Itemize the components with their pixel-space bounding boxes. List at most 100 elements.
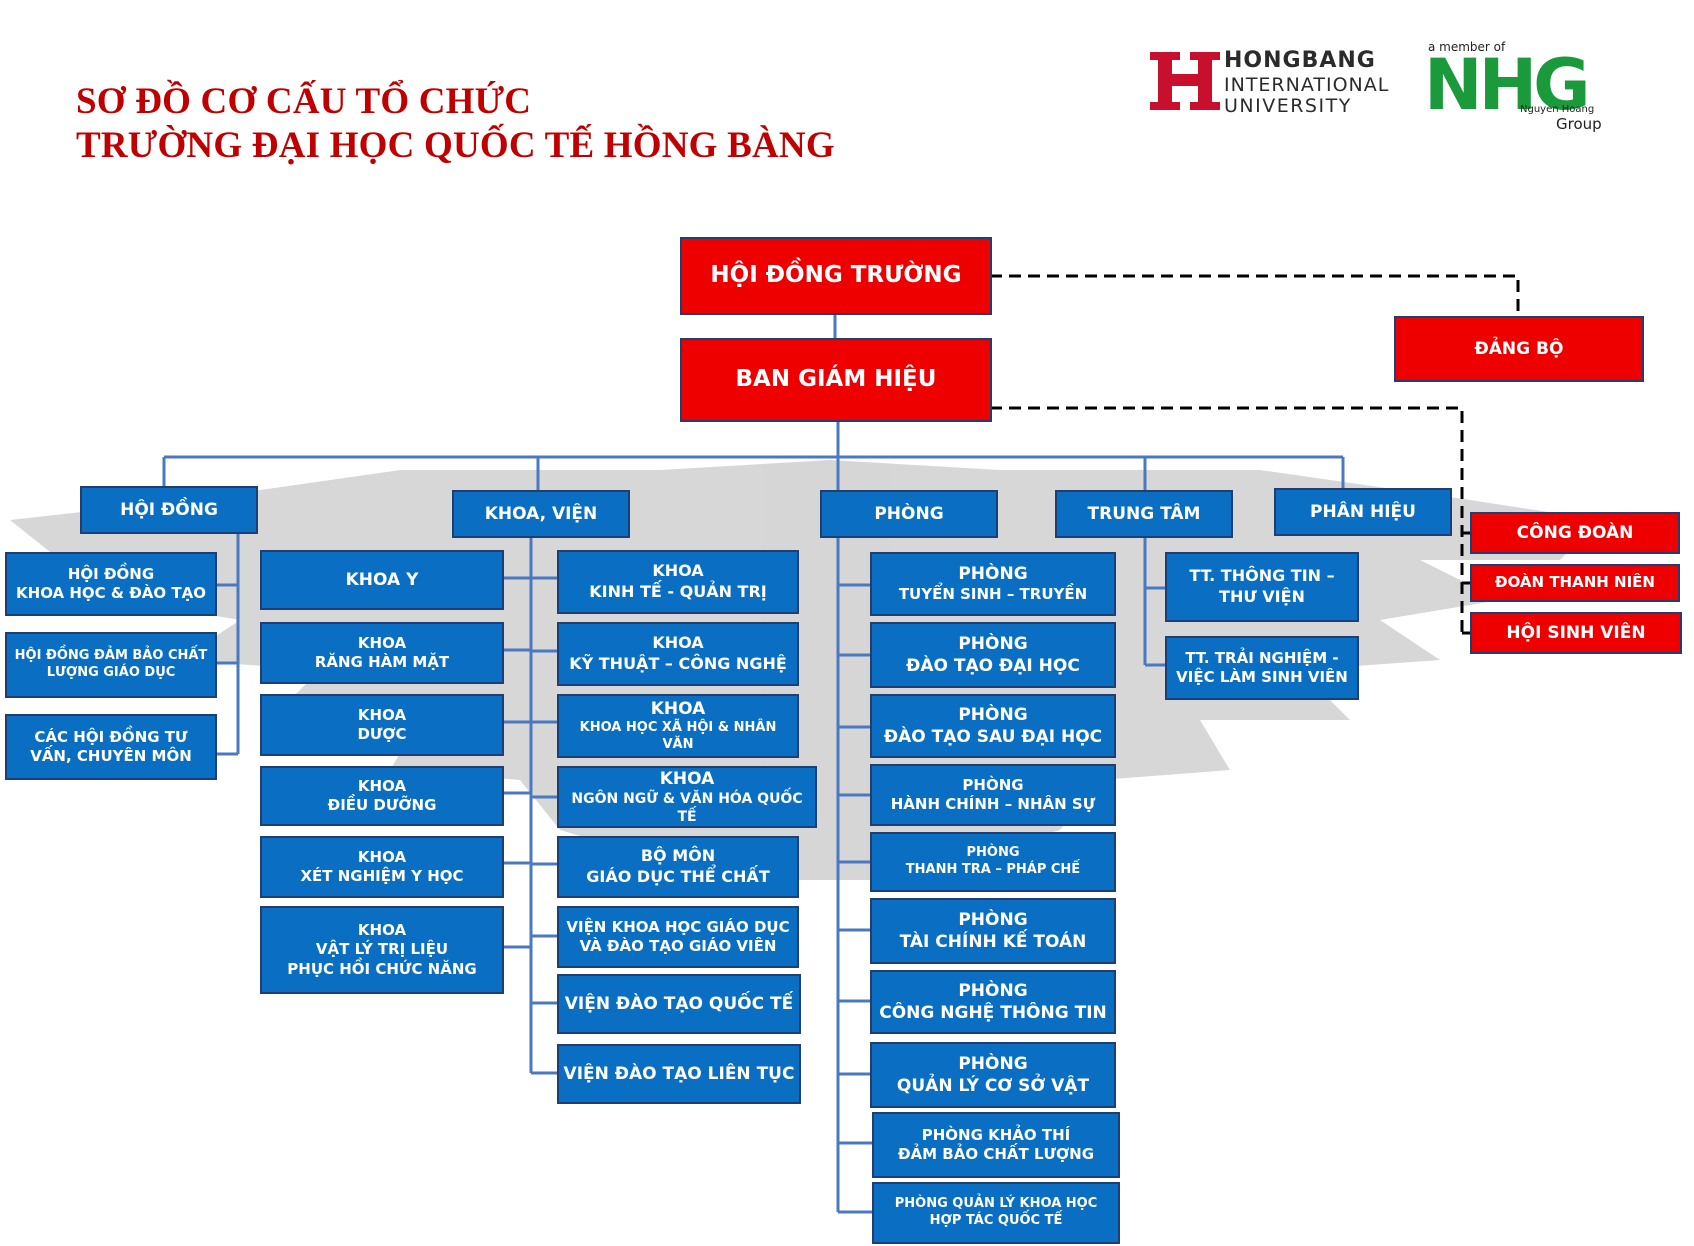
khoa-vien-item[interactable]: BỘ MÔN GIÁO DỤC THỂ CHẤT: [557, 836, 799, 898]
item-label: HỘI SINH VIÊN: [1506, 622, 1646, 643]
dang-bo-label: ĐẢNG BỘ: [1474, 338, 1564, 359]
item-label: PHỤC HỒI CHỨC NĂNG: [287, 959, 477, 978]
item-label: ĐIỀU DƯỠNG: [327, 796, 437, 814]
item-label: XÉT NGHIỆM Y HỌC: [300, 867, 464, 885]
item-label: KHOA: [357, 633, 407, 652]
phong-item[interactable]: PHÒNG QUẢN LÝ KHOA HỌC HỢP TÁC QUỐC TẾ: [872, 1182, 1120, 1244]
branch-trung-tam-label: TRUNG TÂM: [1087, 503, 1201, 524]
branch-hoi-dong-label: HỘI ĐỒNG: [120, 499, 218, 520]
item-label: PHÒNG: [958, 980, 1028, 1001]
doan-thanh-nien-box[interactable]: ĐOÀN THANH NIÊN: [1470, 564, 1680, 602]
item-label: VIỆN KHOA HỌC GIÁO DỤC: [566, 917, 790, 936]
item-label: PHÒNG: [958, 909, 1028, 930]
item-label: GIÁO DỤC THỂ CHẤT: [586, 867, 770, 886]
item-label: KINH TẾ - QUẢN TRỊ: [589, 582, 767, 601]
item-label: KHOA: [357, 776, 407, 795]
item-label: ĐÀO TẠO ĐẠI HỌC: [906, 656, 1080, 676]
hoi-dong-item[interactable]: CÁC HỘI ĐỒNG TƯ VẤN, CHUYÊN MÔN: [5, 714, 217, 780]
nhg-sub-text-2: Group: [1556, 115, 1602, 133]
page-title-line-2: TRƯỜNG ĐẠI HỌC QUỐC TẾ HỒNG BÀNG: [76, 125, 835, 166]
branch-phong[interactable]: PHÒNG: [820, 490, 998, 538]
branch-trung-tam[interactable]: TRUNG TÂM: [1055, 490, 1233, 538]
item-label: HỘI ĐỒNG ĐẢM BẢO CHẤT: [14, 648, 208, 664]
phong-item[interactable]: PHÒNG HÀNH CHÍNH – NHÂN SỰ: [870, 764, 1116, 826]
branch-khoa-vien[interactable]: KHOA, VIỆN: [452, 490, 630, 538]
hoi-dong-truong-label: HỘI ĐỒNG TRƯỜNG: [710, 262, 962, 289]
trung-tam-item[interactable]: TT. TRẢI NGHIỆM - VIỆC LÀM SINH VIÊN: [1165, 636, 1359, 700]
khoa-item[interactable]: KHOA VẬT LÝ TRỊ LIỆU PHỤC HỒI CHỨC NĂNG: [260, 906, 504, 994]
khoa-item[interactable]: KHOA ĐIỀU DƯỠNG: [260, 766, 504, 826]
item-label: KHOA: [357, 920, 407, 939]
item-label: PHÒNG KHẢO THÍ: [921, 1125, 1071, 1144]
phong-item[interactable]: PHÒNG KHẢO THÍ ĐẢM BẢO CHẤT LƯỢNG: [872, 1112, 1120, 1178]
trung-tam-item[interactable]: TT. THÔNG TIN – THƯ VIỆN: [1165, 552, 1359, 622]
item-label: QUẢN LÝ CƠ SỞ VẬT: [896, 1076, 1090, 1096]
item-label: KHOA: [652, 633, 704, 653]
item-label: KHOA: [652, 561, 704, 581]
hoi-dong-item[interactable]: HỘI ĐỒNG ĐẢM BẢO CHẤT LƯỢNG GIÁO DỤC: [5, 632, 217, 698]
dang-bo-box[interactable]: ĐẢNG BỘ: [1394, 316, 1644, 382]
item-label: PHÒNG: [962, 775, 1024, 794]
khoa-item[interactable]: KHOA Y: [260, 550, 504, 610]
khoa-vien-item[interactable]: VIỆN KHOA HỌC GIÁO DỤC VÀ ĐÀO TẠO GIÁO V…: [557, 906, 799, 968]
item-label: CÁC HỘI ĐỒNG TƯ: [34, 727, 188, 746]
phong-item[interactable]: PHÒNG CÔNG NGHỆ THÔNG TIN: [870, 970, 1116, 1034]
item-label: VIỆN ĐÀO TẠO LIÊN TỤC: [563, 1063, 795, 1084]
item-label: TT. THÔNG TIN –: [1189, 566, 1335, 586]
branch-khoa-vien-label: KHOA, VIỆN: [484, 503, 598, 524]
khoa-vien-item[interactable]: KHOA NGÔN NGỮ & VĂN HÓA QUỐC TẾ: [557, 766, 817, 828]
branch-hoi-dong[interactable]: HỘI ĐỒNG: [80, 486, 258, 534]
phong-item[interactable]: PHÒNG ĐÀO TẠO ĐẠI HỌC: [870, 622, 1116, 688]
item-label: THƯ VIỆN: [1219, 587, 1305, 606]
branch-phan-hieu[interactable]: PHÂN HIỆU: [1274, 488, 1452, 536]
item-label: DƯỢC: [357, 725, 407, 743]
phong-item[interactable]: PHÒNG ĐÀO TẠO SAU ĐẠI HỌC: [870, 694, 1116, 758]
item-label: PHÒNG: [958, 564, 1028, 585]
item-label: RĂNG HÀM MẶT: [314, 653, 450, 671]
item-label: TÀI CHÍNH KẾ TOÁN: [899, 932, 1087, 952]
item-label: KỸ THUẬT – CÔNG NGHỆ: [569, 654, 787, 673]
phong-item[interactable]: PHÒNG QUẢN LÝ CƠ SỞ VẬT: [870, 1042, 1116, 1108]
khoa-item[interactable]: KHOA DƯỢC: [260, 694, 504, 756]
item-label: BỘ MÔN: [640, 846, 716, 866]
khoa-vien-item[interactable]: VIỆN ĐÀO TẠO LIÊN TỤC: [557, 1044, 801, 1104]
cong-doan-box[interactable]: CÔNG ĐOÀN: [1470, 512, 1680, 554]
phong-item[interactable]: PHÒNG THANH TRA – PHÁP CHẾ: [870, 832, 1116, 892]
hongbang-logo-line-1: HONGBANG: [1224, 48, 1376, 73]
phong-item[interactable]: PHÒNG TÀI CHÍNH KẾ TOÁN: [870, 898, 1116, 964]
item-label: PHÒNG: [958, 704, 1028, 725]
item-label: KHOA: [357, 847, 407, 866]
hoi-dong-truong-box[interactable]: HỘI ĐỒNG TRƯỜNG: [680, 237, 992, 315]
item-label: KHOA: [357, 705, 407, 724]
item-label: CÔNG NGHỆ THÔNG TIN: [879, 1003, 1107, 1023]
item-label: VIỆC LÀM SINH VIÊN: [1176, 668, 1348, 686]
page-title-line-1: SƠ ĐỒ CƠ CẤU TỔ CHỨC: [76, 81, 532, 122]
khoa-item[interactable]: KHOA RĂNG HÀM MẶT: [260, 622, 504, 684]
ban-giam-hieu-box[interactable]: BAN GIÁM HIỆU: [680, 338, 992, 422]
item-label: VÀ ĐÀO TẠO GIÁO VIÊN: [579, 937, 777, 955]
item-label: TUYỂN SINH – TRUYỀN: [898, 585, 1088, 604]
item-label: VẤN, CHUYÊN MÔN: [30, 747, 192, 765]
item-label: ĐẢM BẢO CHẤT LƯỢNG: [897, 1145, 1095, 1163]
khoa-item[interactable]: KHOA XÉT NGHIỆM Y HỌC: [260, 836, 504, 898]
hongbang-logo-line-2: INTERNATIONAL: [1224, 74, 1390, 96]
khoa-vien-item[interactable]: KHOA KHOA HỌC XÃ HỘI & NHÂN VĂN: [557, 694, 799, 758]
item-label: ĐÀO TẠO SAU ĐẠI HỌC: [883, 727, 1103, 747]
item-label: KHOA HỌC & ĐÀO TẠO: [16, 584, 206, 602]
item-label: KHOA: [650, 699, 706, 720]
hoi-dong-item[interactable]: HỘI ĐỒNG KHOA HỌC & ĐÀO TẠO: [5, 552, 217, 616]
nhg-logo-icon: NHG: [1424, 44, 1591, 126]
phong-item[interactable]: PHÒNG TUYỂN SINH – TRUYỀN: [870, 552, 1116, 616]
hoi-sinh-vien-box[interactable]: HỘI SINH VIÊN: [1470, 612, 1682, 654]
item-label: PHÒNG: [958, 633, 1028, 654]
item-label: THANH TRA – PHÁP CHẾ: [905, 862, 1081, 877]
khoa-vien-item[interactable]: KHOA KINH TẾ - QUẢN TRỊ: [557, 550, 799, 614]
khoa-vien-item[interactable]: KHOA KỸ THUẬT – CÔNG NGHỆ: [557, 622, 799, 686]
item-label: LƯỢNG GIÁO DỤC: [46, 665, 176, 680]
item-label: ĐOÀN THANH NIÊN: [1495, 573, 1655, 592]
item-label: KHOA: [659, 768, 715, 789]
khoa-vien-item[interactable]: VIỆN ĐÀO TẠO QUỐC TẾ: [557, 974, 801, 1034]
item-label: PHÒNG: [958, 1053, 1028, 1074]
ban-giam-hieu-label: BAN GIÁM HIỆU: [735, 366, 937, 393]
